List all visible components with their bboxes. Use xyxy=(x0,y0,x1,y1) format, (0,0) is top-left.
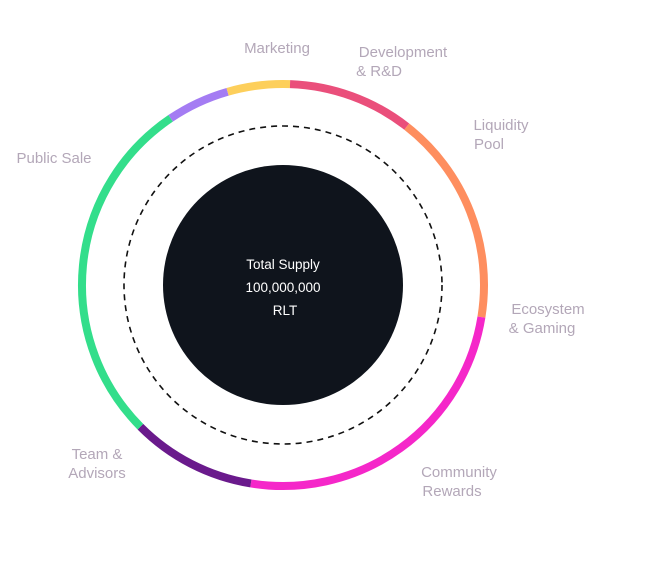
segment-label-line: Public Sale xyxy=(16,150,91,167)
dashed-inner-ring xyxy=(123,125,443,445)
center-amount: 100,000,000 xyxy=(245,280,320,295)
segment-label-line: Marketing xyxy=(244,40,310,57)
segment-label: Public Sale xyxy=(16,150,91,167)
segment-label: Team & Advisors xyxy=(68,446,126,482)
ring-segment-community-rewards xyxy=(250,316,486,490)
ring-segment-public-sale xyxy=(78,115,173,430)
segment-label-line: Pool xyxy=(474,136,504,153)
ring-segment-ecosystem-gaming xyxy=(404,123,488,318)
center-unit: RLT xyxy=(273,303,298,318)
segment-label-line: Ecosystem xyxy=(511,301,584,318)
segment-label-line: Community xyxy=(421,464,497,481)
segment-label-line: Team & xyxy=(72,446,123,463)
ring-segment-development-r-d xyxy=(226,80,291,96)
ring-segment-liquidity-pool xyxy=(289,80,410,130)
segment-label: Ecosystem & Gaming xyxy=(509,301,585,337)
center-disc xyxy=(163,165,403,405)
segment-label-line: Rewards xyxy=(422,483,481,500)
segment-label-line: Development xyxy=(359,44,448,61)
ring-segment-marketing xyxy=(168,87,229,122)
segment-label-line: & Gaming xyxy=(509,320,576,337)
segment-label: Development & R&D xyxy=(356,44,448,80)
segment-label-line: & R&D xyxy=(356,63,402,80)
segment-label-line: Advisors xyxy=(68,465,126,482)
segment-label-line: Liquidity xyxy=(473,117,529,134)
distribution-ring xyxy=(78,80,488,490)
center-title: Total Supply xyxy=(246,257,320,272)
ring-segment-team-advisors xyxy=(137,423,252,488)
segment-label: Marketing xyxy=(244,40,310,57)
